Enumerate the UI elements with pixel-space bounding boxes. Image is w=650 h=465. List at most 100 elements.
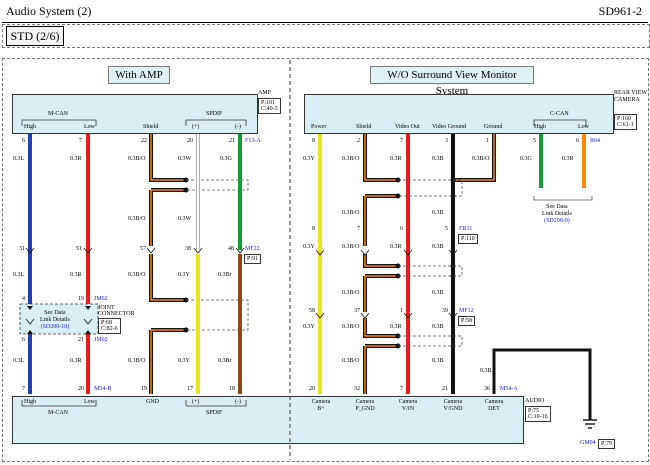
pin-number: 1 — [486, 138, 489, 144]
audio-pin-low: Low — [84, 399, 95, 405]
pin-number: 3 — [445, 138, 448, 144]
pin-number: 32 — [354, 386, 360, 392]
pin-number: 6 — [22, 337, 25, 343]
conn-m54a[interactable]: M54-A — [500, 386, 518, 392]
wire-shield-right — [363, 134, 398, 394]
wire-spec: 0.3R — [390, 324, 402, 330]
conn-f13a[interactable]: F13-A — [245, 138, 261, 144]
conn-gm04[interactable]: GM04 — [580, 440, 596, 446]
spdif-group-label: SPDIF — [206, 111, 223, 117]
pin-number: 5 — [533, 138, 536, 144]
pin-number: 6 — [576, 138, 579, 144]
conn-mf12[interactable]: MF12 — [459, 308, 474, 314]
pin-number: 20 — [78, 386, 84, 392]
pin-number: 5 — [445, 226, 448, 232]
pin-number: 7 — [357, 226, 360, 232]
wire-spec: 0.3B/O — [128, 216, 146, 222]
audio-pin-high: High — [24, 399, 36, 405]
wire-spec: 0.3B — [432, 324, 444, 330]
pin-number: 18 — [229, 386, 235, 392]
conn-mf12-ref: P:58 — [458, 316, 476, 326]
header-bar — [2, 2, 648, 23]
wire-spec: 0.3Br — [218, 358, 232, 364]
wire-spec: 0.3W — [178, 216, 192, 222]
wire-spec: 0.3Y — [303, 324, 315, 330]
wire-spec: 0.3R — [70, 156, 82, 162]
amp-box[interactable] — [12, 94, 258, 134]
joint-label: JOINT — [98, 305, 115, 311]
pin-number: 39 — [442, 308, 448, 314]
wire-shield-left — [149, 134, 186, 394]
wire-spec: 0.3R — [390, 156, 402, 162]
pin-number: 38 — [185, 246, 191, 252]
pin-number: 21 — [442, 386, 448, 392]
audio-pin-minus: (-) — [235, 399, 241, 405]
diagram-frame — [2, 58, 649, 462]
wire-spec: 0.3B/O — [342, 290, 360, 296]
cam-pin-video-ground: Video Ground — [432, 124, 467, 130]
pin-number: 7 — [79, 138, 82, 144]
camera-label: REAR VIEW CAMERA — [614, 90, 647, 103]
camera-box[interactable] — [304, 94, 614, 134]
wire-spec: 0.3B/O — [342, 210, 360, 216]
amp-pin-high: High — [24, 124, 36, 130]
wire-spec: 0.3L — [13, 272, 25, 278]
pin-number: 8 — [312, 138, 315, 144]
wire-spec: 0.3B/O — [128, 272, 146, 278]
conn-jm02[interactable]: JM02 — [94, 337, 108, 343]
wire-spec: 0.3Y — [178, 272, 190, 278]
wire-spec: 0.3L — [13, 156, 25, 162]
pin-number: 19 — [78, 296, 84, 302]
wire-spec: 0.3B — [480, 368, 492, 374]
amp-pin-minus: (-) — [235, 124, 241, 130]
wire-spec: 0.3B — [432, 156, 444, 162]
conn-mf22[interactable]: MF22 — [245, 246, 260, 252]
amp-pin-plus: (+) — [192, 124, 200, 130]
wire-spec: 0.3B — [432, 358, 444, 364]
pin-number: 6 — [400, 226, 403, 232]
audio-pin-gnd: GND — [146, 399, 159, 405]
pin-number: 58 — [309, 308, 315, 314]
pin-number: 20 — [187, 138, 193, 144]
pin-number: 7 — [400, 386, 403, 392]
wire-spec: 0.3B/O — [472, 156, 490, 162]
pin-number: 6 — [22, 138, 25, 144]
wire-spec: 0.3B — [432, 210, 444, 216]
cam-pin-low: Low — [578, 124, 589, 130]
cam-pin-power: Power — [311, 124, 327, 130]
cam-pin-shield: Shield — [356, 124, 372, 130]
conn-fr31-ref: P:110 — [458, 234, 478, 244]
wire-spec: 0.3Y — [303, 156, 315, 162]
joint-connector-box — [19, 303, 99, 335]
conn-mf22-ref: P:91 — [244, 254, 262, 264]
wire-spec: 0.3W — [178, 156, 192, 162]
audio-label: AUDIO — [525, 398, 545, 404]
pin-number: 36 — [484, 386, 490, 392]
wire-spec: 0.3Y — [303, 244, 315, 250]
wire-spec: 0.3B — [432, 290, 444, 296]
conn-fr31[interactable]: FR31 — [459, 226, 473, 232]
diagram-code: SD961-2 — [598, 4, 642, 18]
wire-spec: 0.3R — [70, 358, 82, 364]
wire-spec: 0.3B/O — [342, 156, 360, 162]
conn-m54b[interactable]: M54-B — [94, 386, 112, 392]
amp-pin-shield: Shield — [143, 124, 159, 130]
cam-pin-video-out: Video Out — [395, 124, 420, 130]
pin-number: 8 — [312, 226, 315, 232]
ccan-group-label: C-CAN — [550, 111, 569, 117]
conn-r04[interactable]: R04 — [590, 138, 601, 144]
wire-spec: 0.3B/O — [342, 358, 360, 364]
joint-label-2: CONNECTOR — [98, 311, 135, 317]
audio-box[interactable] — [12, 396, 524, 444]
wire-spec: 0.3R — [390, 244, 402, 250]
conn-jm02[interactable]: JM02 — [94, 296, 108, 302]
pin-number: 31 — [19, 246, 25, 252]
section-label[interactable]: STD (2/6) — [6, 26, 64, 46]
pin-number: 57 — [140, 246, 146, 252]
